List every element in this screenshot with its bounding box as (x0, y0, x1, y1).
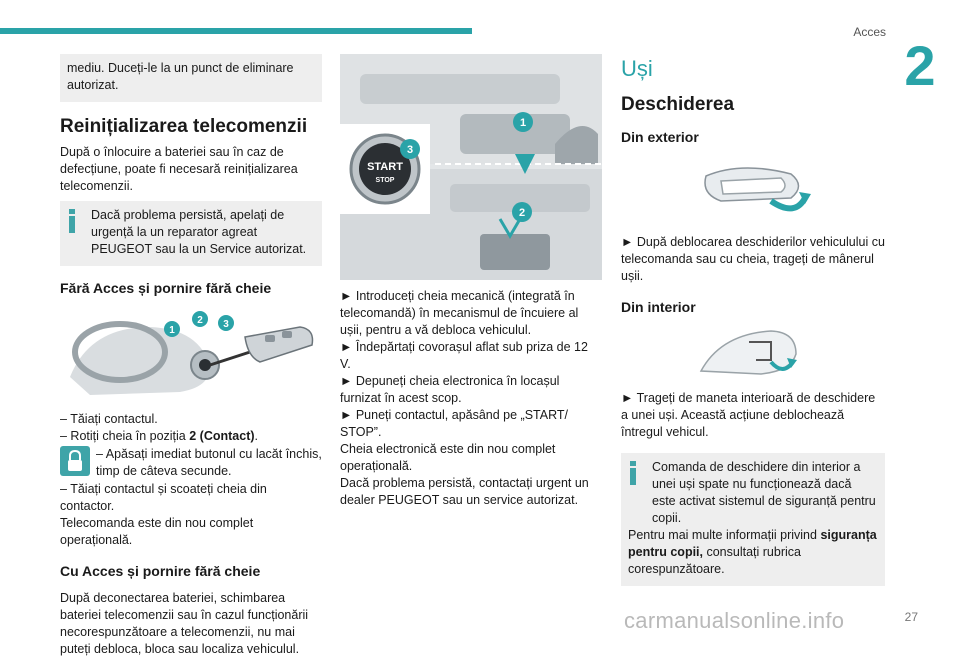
info-icon (66, 209, 78, 233)
section-label: Acces (853, 25, 886, 39)
step-5: Telecomanda este din nou complet operați… (60, 516, 254, 547)
info-text-2: Pentru mai multe informații privind sigu… (628, 527, 878, 578)
without-access-heading: Fără Acces și pornire fără cheie (60, 280, 272, 296)
reset-info-box: Dacă problema persistă, apelați de urgen… (60, 201, 322, 266)
info-text-1: Comanda de deschidere din interior a une… (652, 460, 876, 525)
badge-2: 2 (197, 315, 203, 326)
column-1: mediu. Duceți-le la un punct de eliminar… (60, 54, 322, 658)
continued-note-text: mediu. Duceți-le la un punct de eliminar… (67, 61, 294, 92)
step-2: – Rotiți cheia în poziția 2 (Contact). (60, 428, 322, 445)
step-1: – Tăiați contactul. (60, 412, 158, 426)
column-3: Uși Deschiderea Din exterior ► După debl… (621, 54, 885, 586)
outside-text: ► După deblocarea deschiderilor vehiculu… (621, 235, 885, 283)
badge-1: 1 (169, 325, 175, 336)
watermark: carmanualsonline.info (624, 608, 845, 633)
step-4: – Tăiați contactul și scoateți cheia din… (60, 482, 267, 513)
lock-closed-icon (60, 446, 90, 476)
header-accent-bar (0, 28, 472, 34)
continued-note-box: mediu. Duceți-le la un punct de eliminar… (60, 54, 322, 102)
reset-info-text: Dacă problema persistă, apelați de urgen… (91, 208, 307, 256)
badge-1: 1 (520, 117, 526, 129)
chapter-number: 2 (904, 34, 936, 97)
key-ignition-illustration: 1 2 3 (60, 307, 322, 403)
doors-title: Uși (621, 56, 653, 81)
child-safety-info-box: Comanda de deschidere din interior a une… (621, 453, 885, 586)
opening-heading: Deschiderea (621, 94, 735, 115)
start-stop-illustration: START STOP 1 2 3 (340, 54, 602, 280)
badge-2: 2 (519, 207, 525, 219)
instruction-1: ► Introduceți cheia mecanică (integrată … (340, 289, 579, 337)
info-icon (627, 461, 639, 485)
with-access-heading: Cu Acces și pornire fără cheie (60, 563, 261, 579)
outside-heading: Din exterior (621, 129, 699, 145)
instruction-3: ► Depuneți cheia electronica în locașul … (340, 374, 560, 405)
step-2-prefix: – Rotiți cheia în poziția (60, 429, 190, 443)
inside-heading: Din interior (621, 299, 696, 315)
step-3-row: – Apăsați imediat butonul cu lacăt închi… (60, 446, 322, 480)
exterior-handle-illustration (704, 167, 811, 212)
start-label: START (367, 161, 403, 173)
instruction-6: Dacă problema persistă, contactați urgen… (340, 476, 589, 507)
reset-heading: Reinițializarea telecomenzii (60, 116, 308, 137)
inside-text: ► Trageți de maneta interioară de deschi… (621, 391, 876, 439)
reset-text: După o înlocuire a bateriei sau în caz d… (60, 145, 298, 193)
step-2-suffix: . (254, 429, 259, 443)
instruction-4: ► Puneți contactul, apăsând pe „START/ S… (340, 408, 569, 439)
interior-handle-illustration (699, 330, 797, 375)
badge-3: 3 (407, 144, 413, 156)
badge-3: 3 (223, 319, 229, 330)
info-text-2-post: consultați rubrica corespunzătoare. (628, 545, 801, 576)
stop-label: STOP (376, 177, 395, 184)
step-3: – Apăsați imediat butonul cu lacăt închi… (96, 447, 322, 478)
instruction-5: Cheia electronică este din nou complet o… (340, 442, 556, 473)
with-access-text: După deconectarea bateriei, schimbarea b… (60, 591, 309, 656)
info-text-2-pre: Pentru mai multe informații privind (628, 528, 821, 542)
instruction-2: ► Îndepărtați covorașul aflat sub priza … (340, 340, 588, 371)
page-number: 27 (904, 610, 918, 624)
info-text-2-bold: siguranța pentru copii, (628, 528, 877, 559)
step-2-bold: 2 (Contact) (189, 429, 255, 443)
column-2: START STOP 1 2 3 ► Introduceți cheia mec… (340, 54, 602, 509)
